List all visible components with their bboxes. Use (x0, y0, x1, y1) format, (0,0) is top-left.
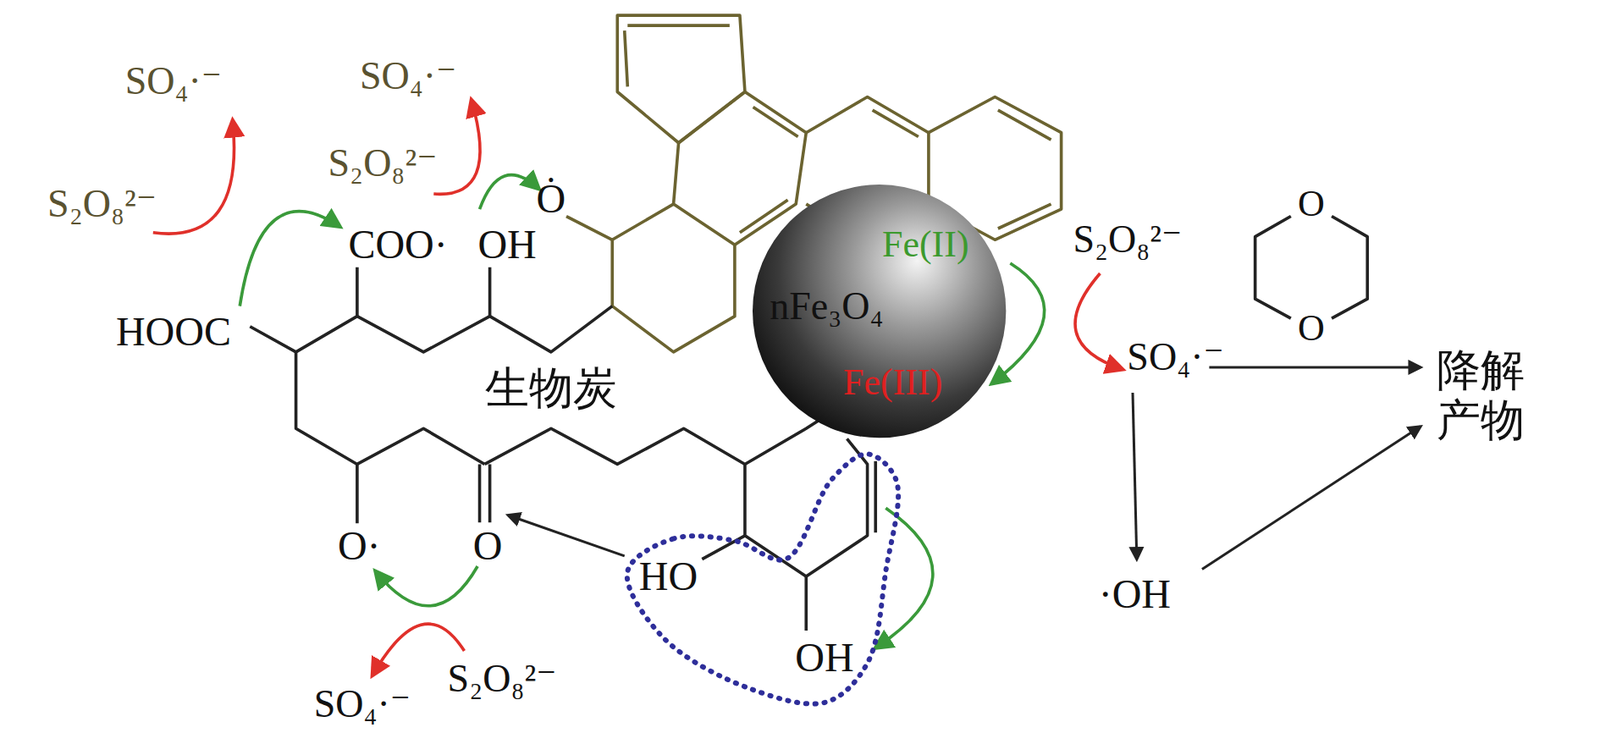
iron-state: Fe(III) (843, 364, 943, 402)
chemical-label: O (473, 525, 503, 567)
particle-name: nFe₃O₄ (769, 286, 883, 326)
caption-label: 降解产物 (1436, 345, 1528, 447)
chemical-label: O (1297, 185, 1325, 223)
chemical-label: S₂O₈²⁻ (47, 184, 157, 224)
chemical-label: HO (639, 556, 698, 597)
chemical-label: SO₄·⁻ (359, 56, 457, 96)
chemical-label: S₂O₈²⁻ (447, 659, 558, 699)
reaction-arrows (153, 99, 1123, 676)
caption-label: 生物炭 (485, 365, 618, 410)
chemical-label: ·OH (1098, 573, 1171, 615)
chemical-label: SO₄·⁻ (314, 684, 411, 724)
nanoparticle-sphere: nFe₃O₄ Fe(II) Fe(III) (751, 183, 1007, 439)
iron-state: Fe(II) (882, 226, 970, 264)
chemical-label: O· (337, 525, 381, 567)
highlight-loop (627, 453, 899, 704)
chemical-label: S₂O₈²⁻ (1072, 220, 1182, 260)
chemical-label: SO₄·⁻ (125, 61, 222, 101)
dioxane-ring (1255, 216, 1369, 320)
chemical-label: COO· (347, 224, 447, 265)
chemical-label: OH (794, 637, 854, 679)
chemical-label: SO₄·⁻ (1126, 337, 1224, 377)
chemical-label: S₂O₈²⁻ (328, 143, 438, 183)
chemical-label: Ȯ (536, 178, 567, 220)
chemical-label: O (1297, 309, 1325, 348)
chemical-label: OH (477, 224, 536, 265)
chemical-label: HOOC (115, 311, 232, 353)
